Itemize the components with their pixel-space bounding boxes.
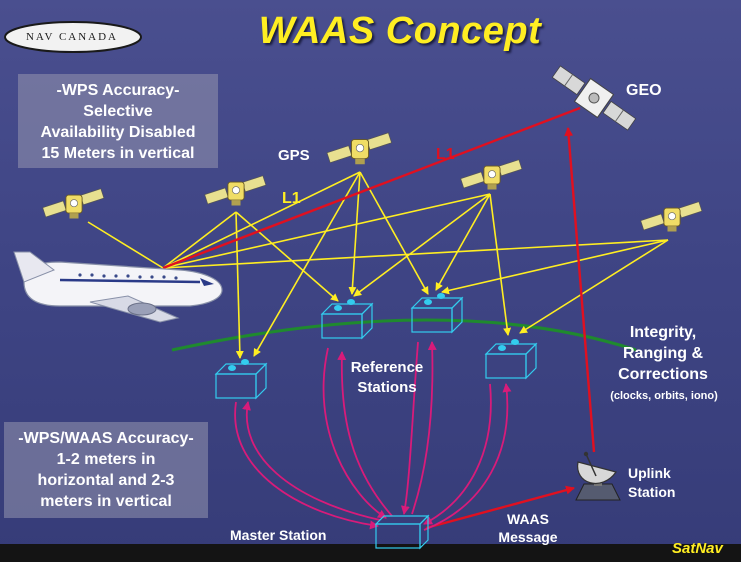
integrity-line: Ranging & — [623, 345, 703, 362]
reference-station-icon — [485, 338, 537, 379]
waas-accuracy-line: -WPS/WAAS Accuracy- — [18, 430, 194, 447]
uplink-to-geo-line — [564, 127, 596, 453]
gps-satellite-icon — [42, 188, 105, 219]
uplink-station-line: Station — [628, 484, 676, 500]
waas-accuracy-line: horizontal and 2-3 — [37, 472, 175, 489]
waas-accuracy-line: 1-2 meters in — [56, 451, 156, 468]
logo-text: NAV CANADA — [25, 31, 119, 43]
waas-message-label: WAAS Message — [496, 510, 560, 546]
waas-message-line: Message — [498, 529, 558, 545]
l1-red-label: L1 — [436, 146, 455, 163]
reference-stations-label: Reference Stations — [342, 358, 432, 398]
gps-label: GPS — [278, 147, 310, 164]
uplink-dish-icon — [575, 451, 621, 501]
slide-title: WAAS Concept — [258, 10, 542, 52]
waas-message-line: WAAS — [507, 511, 549, 527]
aircraft-icon — [13, 251, 223, 323]
gps-satellite-icon — [326, 132, 393, 165]
geo-satellite-icon — [551, 65, 637, 131]
integrity-line: Corrections — [618, 366, 708, 383]
gps-satellite-icon — [640, 201, 703, 232]
geo-signal-line — [162, 106, 581, 270]
reference-stations-line: Stations — [357, 379, 417, 396]
wps-accuracy-box: -WPS Accuracy- Selective Availability Di… — [18, 74, 218, 168]
reference-station-icon — [411, 292, 463, 333]
gps-satellite-icon — [204, 175, 267, 206]
wps-accuracy-line: -WPS Accuracy- — [56, 82, 180, 99]
reference-station-icon — [215, 358, 267, 399]
gps-signals — [87, 171, 669, 359]
gps-satellite-icon — [460, 159, 523, 190]
reference-station-icon — [321, 298, 373, 339]
l1-yellow-label: L1 — [282, 190, 301, 207]
wps-accuracy-line: Availability Disabled — [40, 124, 196, 141]
uplink-station-label: Uplink Station — [628, 464, 675, 502]
satnav-label: SatNav — [672, 540, 723, 557]
geo-label: GEO — [626, 82, 662, 99]
reference-stations-line: Reference — [350, 359, 424, 376]
master-station-icon — [374, 514, 430, 550]
bottom-strip — [0, 544, 741, 562]
master-to-uplink-line — [425, 485, 575, 530]
integrity-label: Integrity, Ranging & Corrections — [588, 322, 738, 385]
waas-accuracy-box: -WPS/WAAS Accuracy- 1-2 meters in horizo… — [4, 422, 208, 518]
ground-links — [234, 341, 512, 531]
waas-accuracy-line: meters in vertical — [40, 493, 172, 510]
earth-curve — [171, 318, 637, 352]
nav-canada-logo — [4, 21, 142, 53]
uplink-station-line: Uplink — [628, 465, 671, 481]
integrity-detail-label: (clocks, orbits, iono) — [610, 390, 718, 402]
integrity-line: Integrity, — [629, 324, 697, 341]
wps-accuracy-line: 15 Meters in vertical — [41, 145, 195, 162]
wps-accuracy-line: Selective — [83, 103, 153, 120]
master-station-label: Master Station — [230, 527, 327, 543]
